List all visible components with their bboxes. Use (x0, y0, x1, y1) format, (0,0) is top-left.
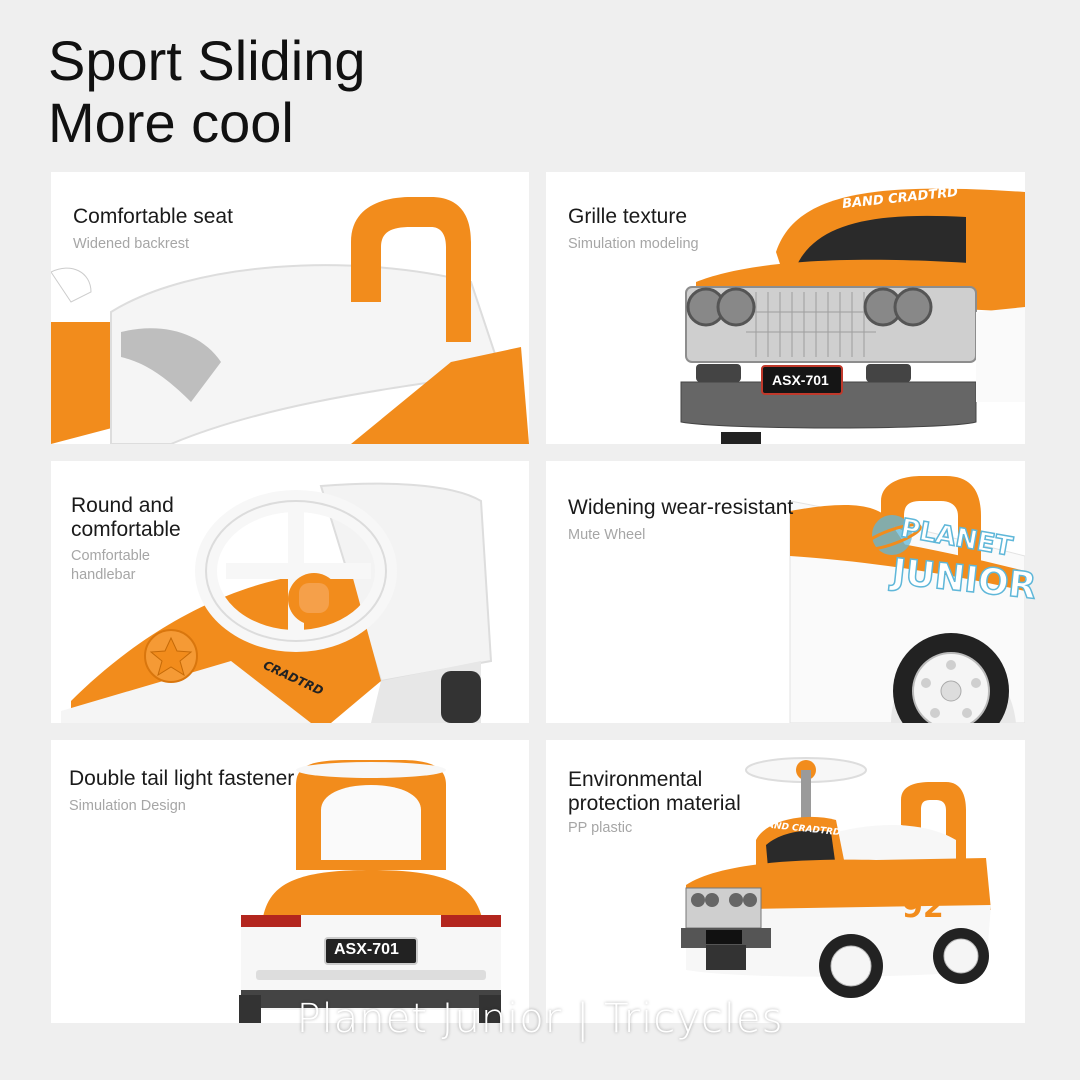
card-subtitle: Widened backrest (73, 236, 190, 252)
full-car-image (681, 757, 991, 998)
license-plate: ASX-701 (772, 372, 829, 388)
card-title: Double tail light fastener (69, 767, 295, 790)
card-title: Comfortable seat (73, 205, 233, 228)
footer-watermark: Planet Junior | Tricycles (296, 996, 784, 1042)
feature-card-grille-texture: BAND CRADTRD ASX-701 Grille texture Simu… (546, 172, 1025, 444)
car-number: 92 (902, 890, 944, 925)
card-subtitle-line-1: Comfortable (71, 548, 150, 564)
card-subtitle-line-2: handlebar (71, 567, 136, 583)
card-subtitle: Comfortable handlebar (71, 547, 150, 585)
card-title-line-1: Round and (71, 494, 174, 517)
headline-line-1: Sport Sliding (48, 29, 366, 92)
tail-light-image (239, 760, 501, 1023)
card-title: Round and comfortable (71, 494, 181, 542)
headline-line-2: More cool (48, 91, 294, 154)
card-title: Environmental protection material (568, 768, 741, 816)
feature-card-mute-wheel: Widening wear-resistant Mute Wheel (546, 461, 1025, 723)
card-title: Grille texture (568, 205, 688, 228)
page-title: Sport Sliding More cool (48, 30, 366, 154)
card-subtitle: PP plastic (568, 820, 633, 836)
card-subtitle: Simulation Design (69, 798, 186, 814)
grille-closeup-image (680, 188, 1025, 444)
planet-junior-logo: PLANET JUNIOR (862, 505, 1039, 625)
card-subtitle: Mute Wheel (568, 527, 646, 543)
logo-line-2: JUNIOR (890, 551, 1039, 608)
wheel-closeup-image (789, 476, 1025, 723)
feature-card-tail-light: ASX-701 Double tail light fastener Simul… (51, 740, 529, 1023)
card-subtitle: Simulation modeling (568, 236, 699, 252)
seat-closeup-image (51, 197, 529, 444)
card-title: Widening wear-resistant (568, 496, 794, 519)
handlebar-closeup-image (61, 482, 493, 723)
card-title-line-1: Environmental (568, 768, 703, 791)
card-title-line-2: comfortable (71, 518, 181, 541)
feature-card-handlebar: CRADTRD Round and comfortable Comfortabl… (51, 461, 529, 723)
license-plate: ASX-701 (334, 941, 399, 958)
feature-card-material: BAND CRADTRD 92 Environmental protection… (546, 740, 1025, 1023)
card-title-line-2: protection material (568, 792, 741, 815)
feature-card-comfortable-seat: Comfortable seat Widened backrest (51, 172, 529, 444)
planet-icon (862, 515, 922, 555)
